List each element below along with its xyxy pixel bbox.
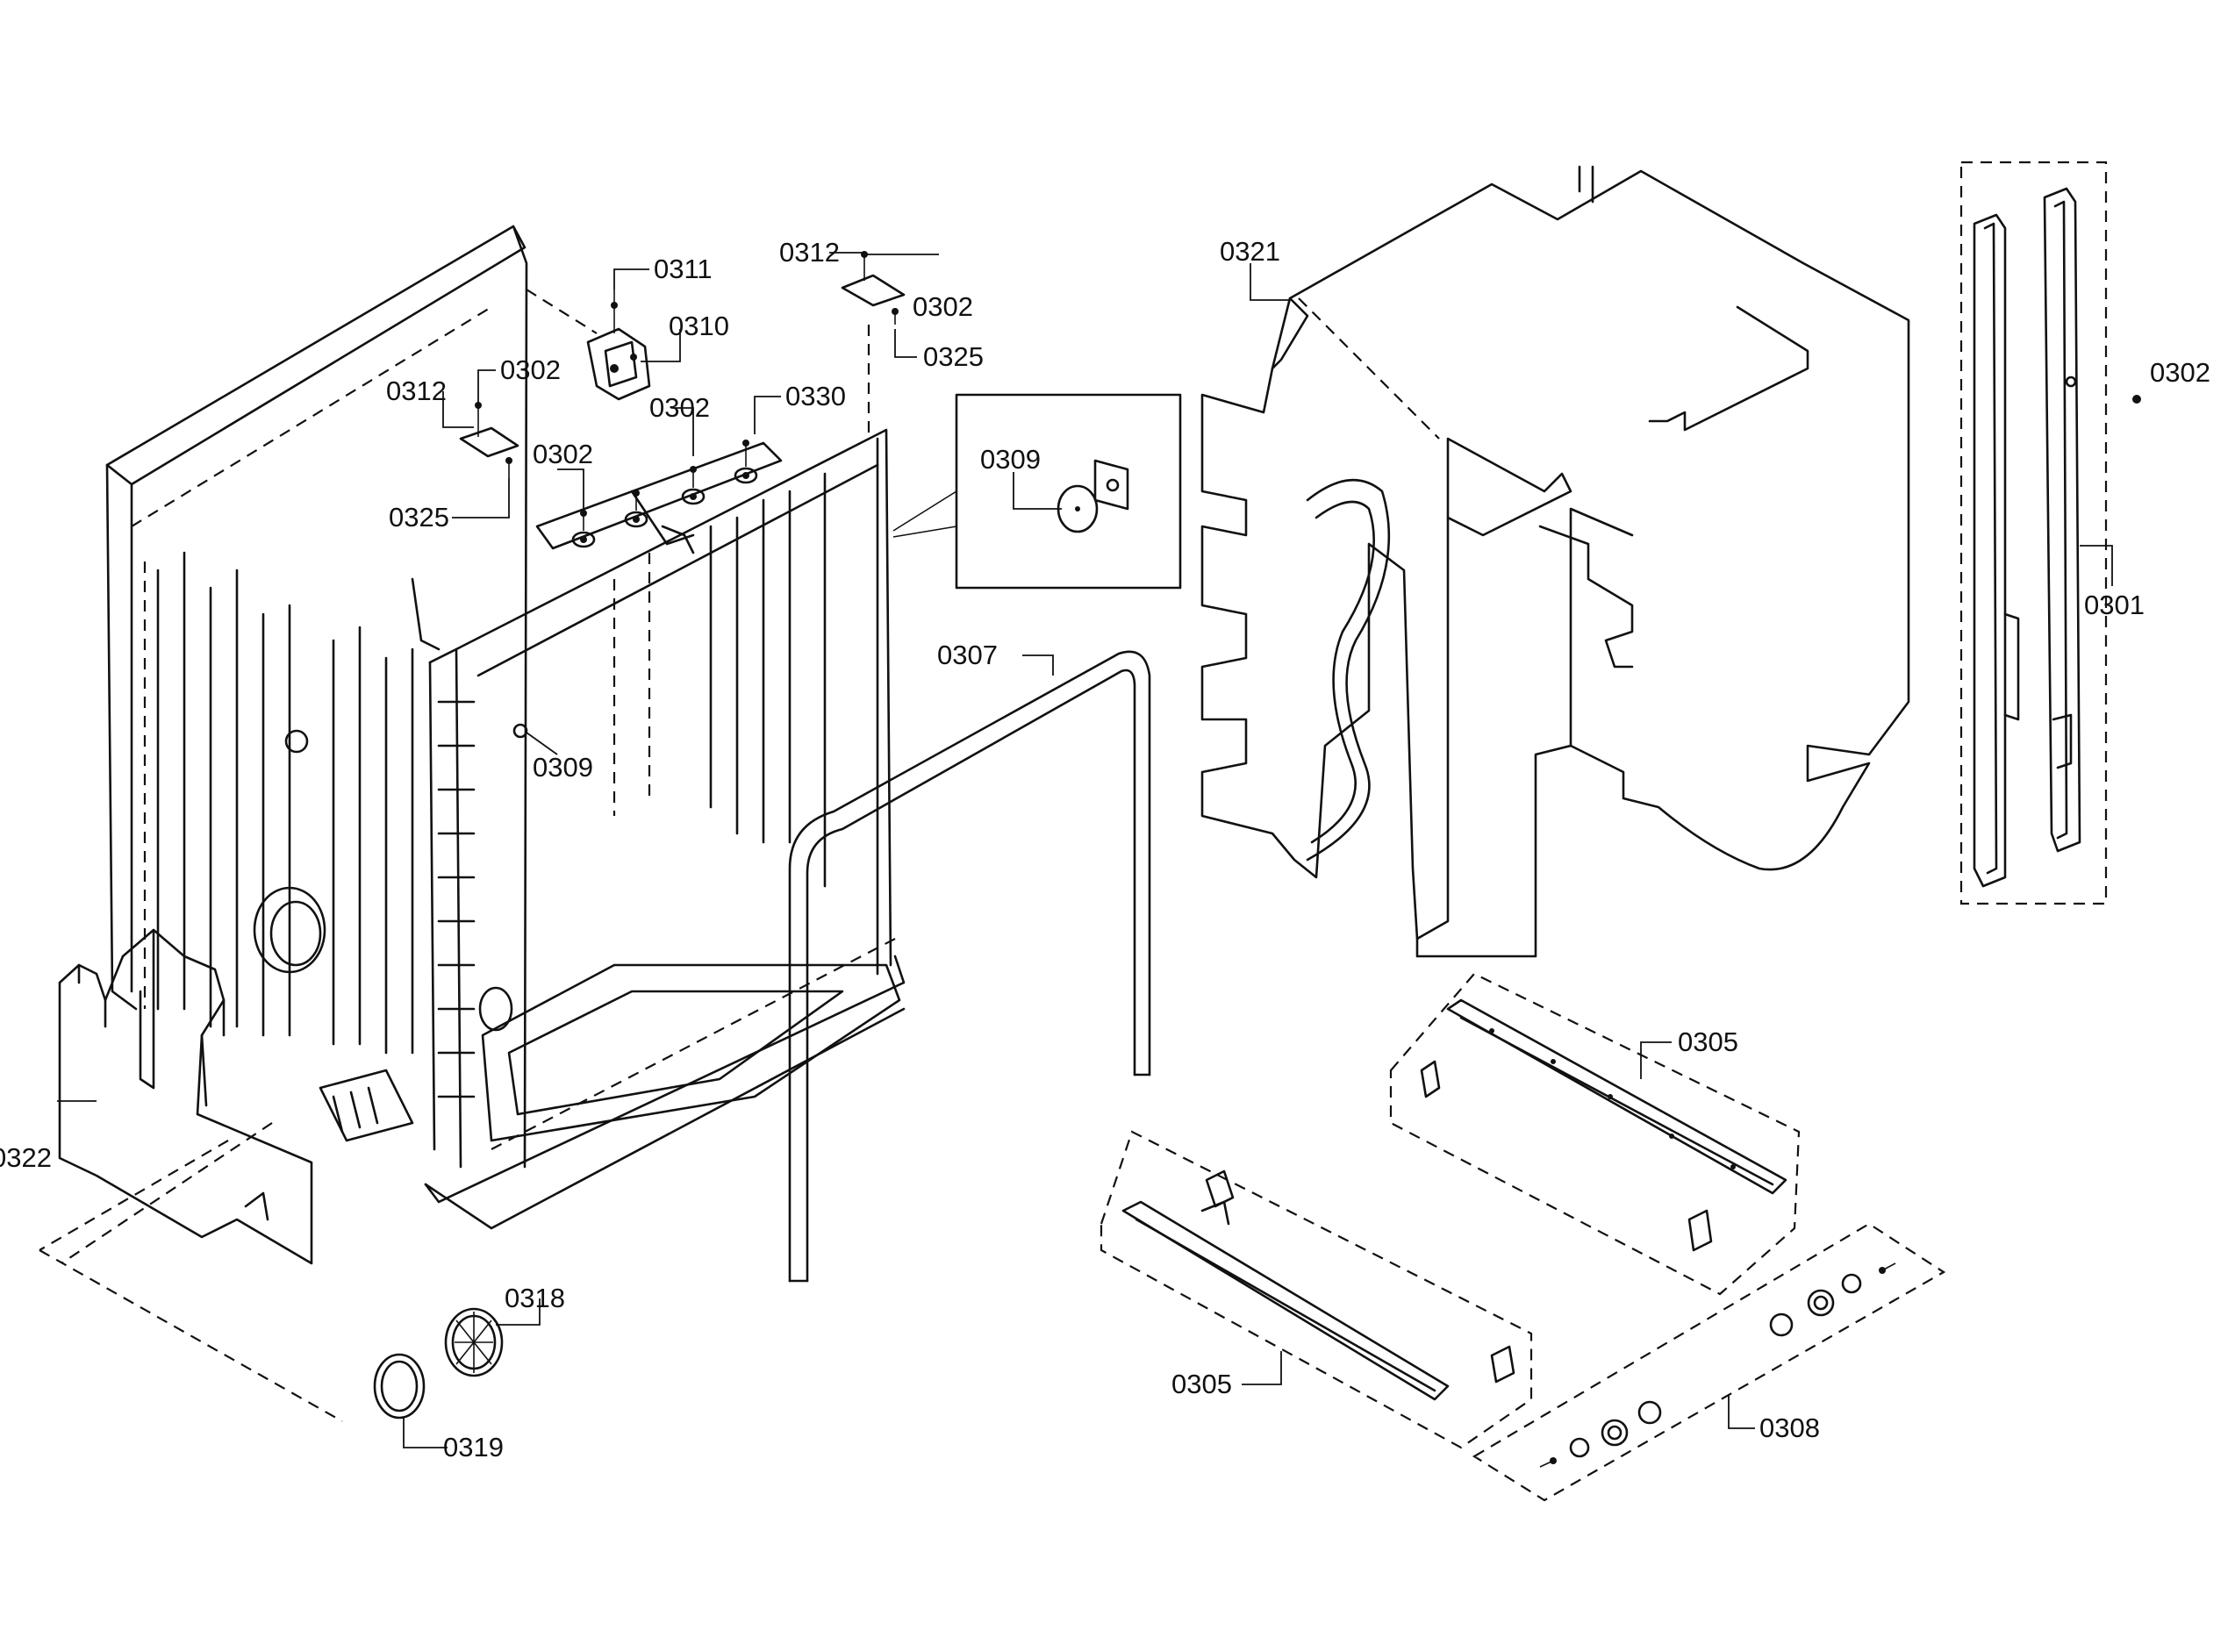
callout-0325-right: 0325 <box>923 341 984 372</box>
side-trim-0301 <box>1959 161 2141 905</box>
bracket-0312-left <box>459 402 519 478</box>
callout-0302-right: 0302 <box>913 291 973 322</box>
ring-0319 <box>373 1353 426 1420</box>
rail-0305-lower <box>1100 1130 1533 1449</box>
callout-0311: 0311 <box>654 254 713 284</box>
leader-lines <box>57 252 2113 1448</box>
callout-0319: 0319 <box>443 1432 504 1462</box>
callout-0301: 0301 <box>2084 590 2145 620</box>
callout-0312-left: 0312 <box>386 375 447 406</box>
detail-box-0309 <box>892 393 1182 590</box>
callout-0310: 0310 <box>669 311 729 341</box>
callout-0325-left: 0325 <box>389 502 449 533</box>
hinge-0310 <box>586 290 651 401</box>
callout-0322: 0322 <box>0 1142 52 1173</box>
callout-0302-rail-left: 0302 <box>533 439 593 469</box>
callout-0308: 0308 <box>1759 1412 1820 1443</box>
callout-0330: 0330 <box>785 381 846 411</box>
bracket-0312-right <box>841 251 906 439</box>
callout-0305-lower: 0305 <box>1171 1369 1232 1399</box>
side-panel-0322 <box>39 928 343 1422</box>
tub-frame <box>105 225 906 1230</box>
insulation-0321 <box>1200 165 1910 958</box>
callout-labels: 0311 0310 0312 0302 0325 0302 0302 0330 … <box>0 236 2210 1462</box>
seal-0318 <box>444 1307 504 1377</box>
callout-0309-tub: 0309 <box>533 752 593 783</box>
feet-0308 <box>1472 1222 1946 1502</box>
callout-0305-upper: 0305 <box>1678 1026 1738 1057</box>
callout-0302-rail-mid: 0302 <box>649 392 710 423</box>
callout-0307: 0307 <box>937 640 998 670</box>
callout-0318: 0318 <box>505 1283 565 1313</box>
callout-0302-top: 0302 <box>500 354 561 385</box>
callout-0312-right: 0312 <box>779 237 840 268</box>
door-gasket-0307 <box>788 650 1151 1283</box>
rail-0305-upper <box>1389 972 1801 1296</box>
top-rail-0330 <box>535 440 783 554</box>
callout-0321: 0321 <box>1220 236 1280 267</box>
callout-0309-detail: 0309 <box>980 444 1041 475</box>
callout-0302-trim: 0302 <box>2150 357 2210 388</box>
